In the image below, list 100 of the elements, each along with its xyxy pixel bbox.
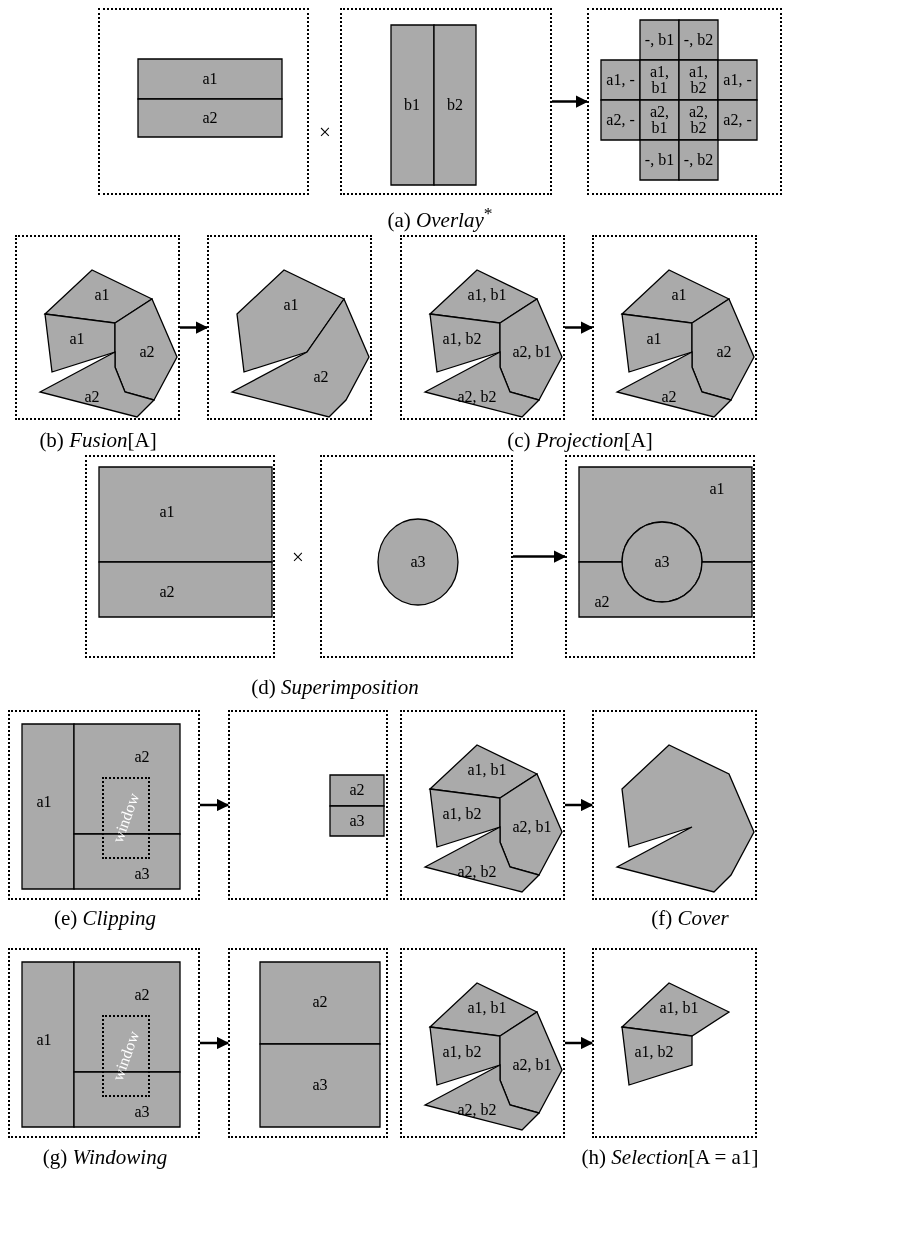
region-label: a2, b1 bbox=[512, 1057, 552, 1073]
region-label: a1 bbox=[283, 297, 299, 313]
region-label: a2 bbox=[84, 389, 100, 405]
region-label: a1 bbox=[69, 331, 85, 347]
region-label: a2, - bbox=[605, 112, 636, 128]
map-region bbox=[138, 99, 282, 137]
region-label: a3 bbox=[654, 554, 670, 570]
map-region bbox=[22, 962, 74, 1127]
map-region bbox=[640, 140, 679, 180]
dotted-frame bbox=[98, 8, 309, 195]
region-label: a1 bbox=[646, 331, 662, 347]
region-label: a2, b1 bbox=[512, 344, 552, 360]
map-region bbox=[330, 775, 384, 806]
region-label: a1 bbox=[36, 1032, 52, 1048]
map-region bbox=[430, 983, 537, 1036]
region-label: a2 bbox=[312, 994, 328, 1010]
map-region bbox=[232, 299, 369, 417]
map-region bbox=[45, 270, 152, 323]
region-label: a1 bbox=[709, 481, 725, 497]
map-region bbox=[622, 983, 729, 1036]
map-region bbox=[679, 140, 718, 180]
region-label: a2, b2 bbox=[687, 104, 710, 136]
arrow bbox=[565, 798, 594, 812]
arrow bbox=[200, 798, 230, 812]
dotted-frame bbox=[320, 455, 513, 658]
region-label: a1, b1 bbox=[467, 287, 507, 303]
region-label: a1, b2 bbox=[687, 64, 710, 96]
map-region bbox=[622, 1027, 692, 1085]
region-label: a1, - bbox=[722, 72, 753, 88]
region-label: a2 bbox=[202, 110, 218, 126]
region-label: a1, b1 bbox=[659, 1000, 699, 1016]
region-label: a2, b1 bbox=[648, 104, 671, 136]
map-region bbox=[260, 962, 380, 1044]
map-region bbox=[601, 60, 640, 100]
region-label: a1, b2 bbox=[442, 331, 482, 347]
map-region bbox=[115, 299, 177, 400]
region-label: a1, b1 bbox=[648, 64, 671, 96]
region-label: -, b1 bbox=[644, 32, 675, 48]
times-sign: × bbox=[319, 120, 331, 145]
region-label: a1, b2 bbox=[634, 1044, 674, 1060]
map-region bbox=[718, 60, 757, 100]
map-region bbox=[434, 25, 476, 185]
caption: (g) Windowing bbox=[42, 1145, 168, 1170]
arrow bbox=[552, 95, 589, 108]
map-region bbox=[640, 60, 679, 100]
region-label: a2 bbox=[661, 389, 677, 405]
region-label: a2, b1 bbox=[512, 819, 552, 835]
region-label: a1, - bbox=[605, 72, 636, 88]
caption: (e) Clipping bbox=[53, 906, 157, 931]
region-label: a3 bbox=[349, 813, 365, 829]
region-label: a1 bbox=[671, 287, 687, 303]
map-region bbox=[99, 562, 272, 617]
dotted-frame bbox=[228, 948, 388, 1138]
dotted-frame bbox=[400, 948, 565, 1138]
arrow bbox=[200, 1036, 230, 1050]
region-label: a1 bbox=[94, 287, 110, 303]
map-region bbox=[22, 724, 74, 889]
dotted-frame bbox=[228, 710, 388, 900]
map-region bbox=[378, 519, 458, 605]
region-label: a2 bbox=[134, 987, 150, 1003]
map-region bbox=[622, 314, 692, 372]
region-label: a2, - bbox=[722, 112, 753, 128]
dotted-frame bbox=[340, 8, 552, 195]
region-label: b2 bbox=[447, 97, 463, 113]
region-label: a2 bbox=[134, 749, 150, 765]
dotted-frame bbox=[207, 235, 372, 420]
caption: (d) Superimposition bbox=[251, 675, 419, 700]
region-label: a1 bbox=[159, 504, 175, 520]
map-region bbox=[500, 774, 562, 875]
times-sign: × bbox=[292, 545, 304, 570]
map-region bbox=[617, 745, 754, 892]
arrow bbox=[513, 550, 567, 563]
region-label: a2 bbox=[349, 782, 365, 798]
window-label: window bbox=[108, 790, 144, 846]
map-region bbox=[430, 1027, 500, 1085]
region-label: a3 bbox=[410, 554, 426, 570]
caption: (f) Cover bbox=[651, 906, 729, 931]
dotted-frame bbox=[587, 8, 782, 195]
map-region bbox=[430, 789, 500, 847]
map-region bbox=[330, 806, 384, 836]
region-label: a1, b2 bbox=[442, 806, 482, 822]
dotted-frame bbox=[85, 455, 275, 658]
region-label: a2 bbox=[716, 344, 732, 360]
region-label: a1, b1 bbox=[467, 762, 507, 778]
region-label: a1 bbox=[36, 794, 52, 810]
arrow bbox=[565, 321, 594, 334]
map-region bbox=[260, 1044, 380, 1127]
region-label: -, b1 bbox=[644, 152, 675, 168]
region-label: a2 bbox=[159, 584, 175, 600]
map-region bbox=[622, 522, 702, 602]
map-region bbox=[237, 270, 344, 372]
map-region bbox=[500, 1012, 562, 1113]
dotted-frame bbox=[400, 710, 565, 900]
region-label: a2 bbox=[313, 369, 329, 385]
region-label: -, b2 bbox=[683, 32, 714, 48]
map-region bbox=[601, 100, 640, 140]
caption: (b) Fusion[A] bbox=[39, 428, 157, 453]
map-region bbox=[679, 20, 718, 60]
map-region bbox=[640, 20, 679, 60]
dotted-frame bbox=[592, 948, 757, 1138]
